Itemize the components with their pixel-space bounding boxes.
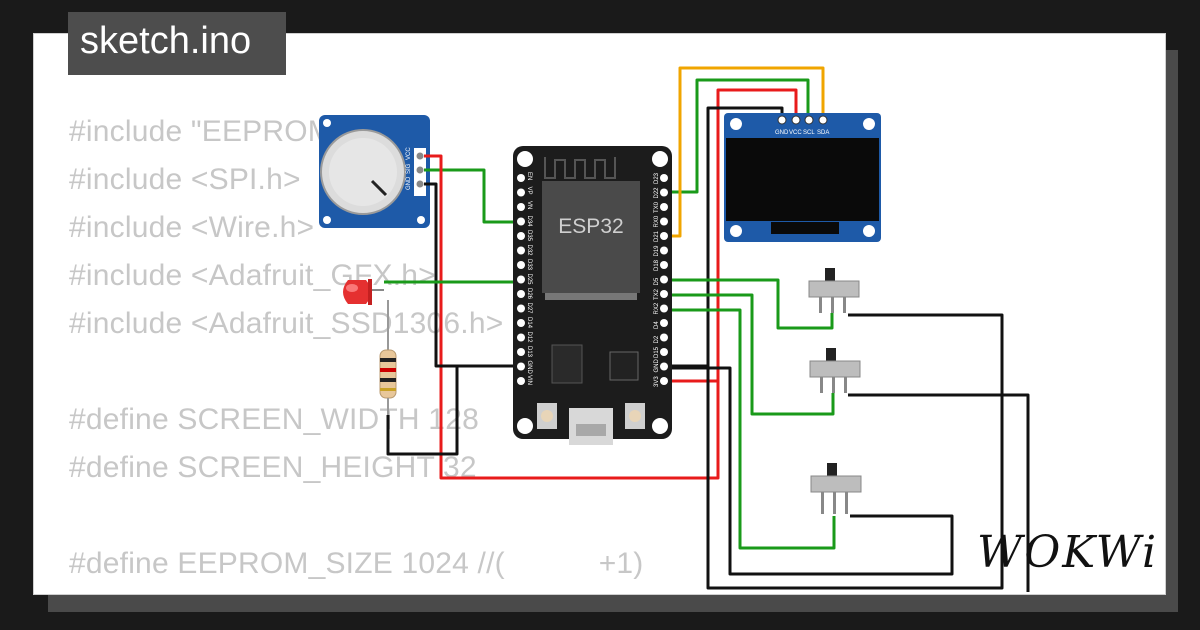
wires [384, 66, 1030, 592]
esp32-pin-label: D33 [526, 259, 532, 271]
esp32-chip-label: ESP32 [558, 215, 623, 238]
esp32-pin-label: D14 [526, 317, 532, 329]
esp32-pin-hole[interactable] [660, 304, 668, 313]
slide-switch-2[interactable] [809, 348, 861, 393]
esp32-pin-hole[interactable] [517, 203, 525, 211]
led-red[interactable] [343, 279, 384, 305]
oled-pin-label: SCL [803, 130, 815, 136]
oled-screen [726, 138, 879, 221]
esp32-pin-label: D2 [654, 335, 660, 343]
esp32-pin-label: D34 [526, 216, 532, 228]
esp32-pin-hole[interactable] [660, 217, 668, 226]
esp32-pin-label: VIN [526, 375, 532, 385]
esp32-pin-hole[interactable] [660, 333, 668, 342]
resistor[interactable] [379, 300, 397, 415]
esp32-pin-hole[interactable] [517, 246, 525, 255]
esp32-pin-hole[interactable] [517, 377, 525, 385]
esp32-left-pin-header: EN VP VN D34D35D32D33D25D26D27D14D12D13GNDV… [517, 172, 532, 385]
esp32-pin-hole[interactable] [660, 348, 668, 356]
esp32-pin-hole[interactable] [517, 217, 525, 226]
esp32-pin-label: TX0 [654, 201, 660, 213]
code-line: #include <Adafruit_GFX.h> [69, 259, 436, 292]
esp32-pin-label: D25 [526, 274, 532, 286]
esp32-pin-label: D18 [654, 259, 660, 271]
esp32-pin-label: RX2 [654, 302, 660, 314]
slide-switch-3[interactable] [810, 463, 862, 514]
code-line: #define EEPROM_SIZE 1024 //( +1) [69, 547, 644, 580]
oled-pin-label: VCC [789, 130, 802, 136]
esp32-pin-hole[interactable] [660, 362, 668, 371]
esp32-pin-label: D22 [654, 187, 660, 199]
esp32-pin-label: GND [526, 361, 532, 375]
esp32-pin-label: D13 [526, 346, 532, 358]
code-line: #define SCREEN_HEIGHT 32 [69, 451, 477, 484]
esp32-pin-label: 3V3 [654, 376, 660, 387]
esp32-pin-hole[interactable] [517, 333, 525, 342]
esp32-pin-hole[interactable] [660, 319, 668, 327]
pot-pin-label: GND [406, 176, 412, 190]
code-line: #define SCREEN_WIDTH 128 [69, 403, 479, 436]
pot-pin-label: VCC [406, 147, 412, 160]
esp32-pin-label: RX0 [654, 215, 660, 227]
esp32-pin-hole[interactable] [517, 275, 525, 284]
esp32-pin-label: D5 [654, 277, 660, 285]
knob-indicator [370, 179, 388, 197]
esp32-pin-hole[interactable] [517, 348, 525, 356]
esp32-pin-hole[interactable] [660, 174, 668, 182]
esp32-pin-label: TX2 [654, 288, 660, 300]
esp32-pin-hole[interactable] [517, 232, 525, 240]
esp32-pin-label: D32 [526, 245, 532, 257]
esp32-pin-label: VN [526, 201, 532, 209]
esp32-pin-hole[interactable] [517, 188, 525, 197]
esp32-pin-label: EN [526, 172, 532, 180]
esp32-pin-hole[interactable] [517, 261, 525, 269]
potentiometer[interactable]: VCC SIG GND [319, 115, 430, 228]
esp32-pin-hole[interactable] [660, 246, 668, 255]
esp32-pin-hole[interactable] [660, 290, 668, 298]
code-line: #include <Wire.h> [69, 211, 315, 244]
esp32-pin-label: D15 [654, 346, 660, 358]
esp32-pin-hole[interactable] [660, 232, 668, 240]
slide-switch-1[interactable] [808, 268, 860, 313]
code-line: #include <Adafruit_SSD1306.h> [69, 307, 504, 340]
pot-pin-label: SIG [406, 163, 412, 174]
wokwi-logo-text: WOKWi [977, 527, 1158, 578]
esp32-pin-hole[interactable] [660, 261, 668, 269]
wokwi-logo: WOKWi [977, 527, 1158, 578]
file-tab[interactable]: sketch.ino [68, 12, 286, 75]
esp32-pin-label: D12 [526, 332, 532, 344]
esp32-pin-label: VP [526, 187, 532, 195]
esp32-pin-hole[interactable] [517, 319, 525, 327]
code-line: #include <SPI.h> [69, 163, 301, 196]
esp32-pin-label: D4 [654, 321, 660, 329]
oled-pin-label: GND [775, 130, 789, 136]
esp32-board[interactable]: ESP32 ENVPVND34D35D32D33D25D26D27D14D12D… [513, 146, 672, 445]
esp32-pin-label: GND [654, 359, 660, 373]
esp32-pin-label: D21 [654, 230, 660, 242]
esp32-pin-hole[interactable] [660, 275, 668, 284]
oled-display[interactable]: GND VCC SCL SDA [724, 113, 881, 242]
esp32-pin-hole[interactable] [517, 174, 525, 182]
file-tab-label: sketch.ino [80, 20, 252, 62]
esp32-pin-hole[interactable] [517, 362, 525, 371]
esp32-pin-hole[interactable] [517, 290, 525, 298]
esp32-pin-label: D23 [654, 172, 660, 184]
esp32-pin-label: D26 [526, 288, 532, 300]
esp32-pin-hole[interactable] [517, 304, 525, 313]
esp32-pin-hole[interactable] [660, 203, 668, 211]
esp32-pin-hole[interactable] [660, 377, 668, 385]
esp32-pin-label: D19 [654, 245, 660, 257]
esp32-pin-label: D35 [526, 230, 532, 242]
esp32-pin-label: D27 [526, 303, 532, 315]
esp32-pin-hole[interactable] [660, 188, 668, 197]
oled-pin-label: SDA [817, 130, 829, 136]
